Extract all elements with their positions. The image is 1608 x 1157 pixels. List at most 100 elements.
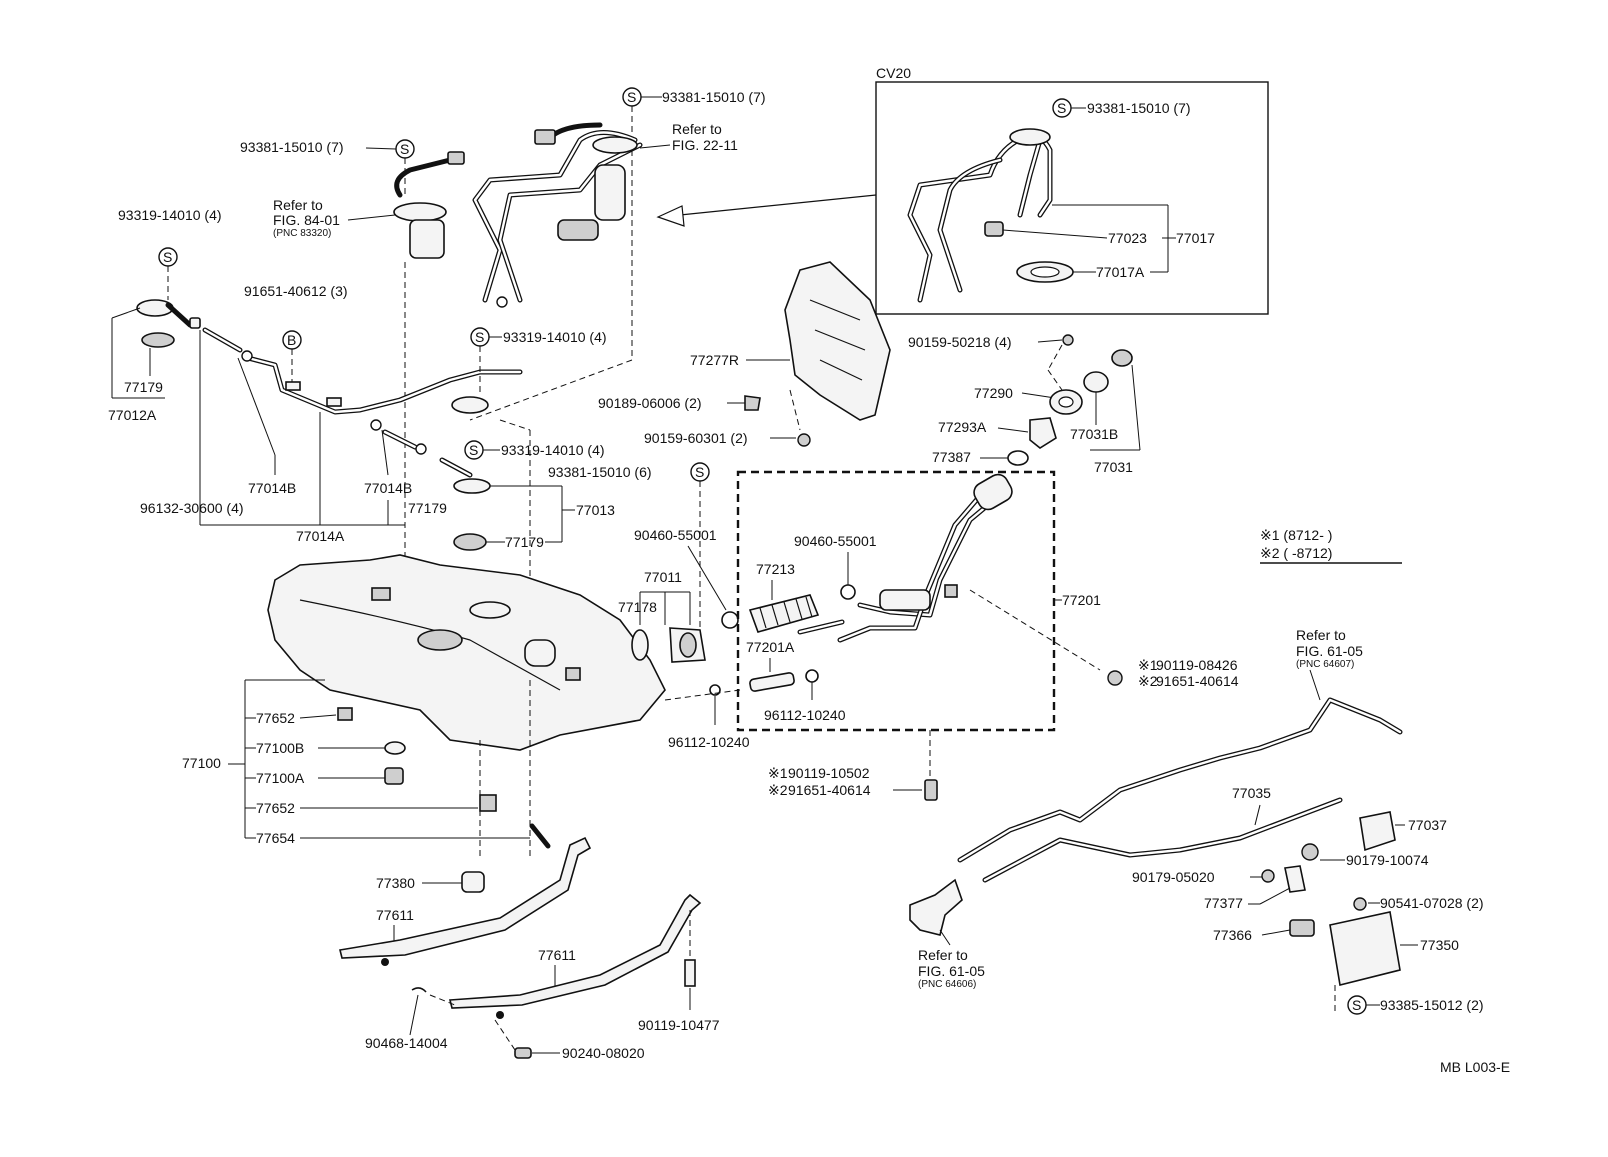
svg-text:※2: ※2 <box>768 782 788 798</box>
svg-text:※1: ※1 <box>768 765 788 781</box>
label-77100A: 77100A <box>256 770 305 786</box>
bracket-77377 <box>1284 865 1306 893</box>
label-refer-to-61-05-b: Refer to <box>918 947 968 963</box>
label-77652-bottom: 77652 <box>256 800 295 816</box>
label-77654: 77654 <box>256 830 295 846</box>
label-pnc-64607: (PNC 64607) <box>1296 659 1354 670</box>
label-93381-15010-top: 93381-15010 (7) <box>662 89 766 105</box>
label-77293A: 77293A <box>938 419 987 435</box>
plug-77100A <box>384 767 404 785</box>
label-77377: 77377 <box>1204 895 1243 911</box>
label-77031: 77031 <box>1094 459 1133 475</box>
label-90119-10502: 90119-10502 <box>788 765 870 781</box>
label-90460-55001-right: 90460-55001 <box>794 533 877 549</box>
label-90460-55001-left: 90460-55001 <box>634 527 717 543</box>
protector-77277R <box>784 261 891 421</box>
label-90541-07028: 90541-07028 (2) <box>1380 895 1484 911</box>
hinge-77366 <box>1289 919 1315 937</box>
label-90468-14004: 90468-14004 <box>365 1035 448 1051</box>
svg-text:S: S <box>163 249 172 265</box>
label-77014A: 77014A <box>296 528 345 544</box>
strap-77611-left <box>339 836 592 959</box>
inset-cv20: CV20 S 93381-15010 (7) 77023 77017 77017… <box>875 65 1269 315</box>
label-77100: 77100 <box>182 755 221 771</box>
label-77290: 77290 <box>974 385 1013 401</box>
label-91651-40612: 91651-40612 (3) <box>244 283 348 299</box>
grommet-77293A <box>1029 417 1057 449</box>
clamp-90460-left <box>721 611 739 629</box>
legend-note-2: ※2 ( -8712) <box>1260 545 1332 561</box>
label-77011: 77011 <box>644 569 682 585</box>
label-77014B-left: 77014B <box>248 480 296 496</box>
bolt-90119-10477 <box>684 959 696 987</box>
pump-filter <box>557 219 599 241</box>
figure-id: MB L003-E <box>1440 1059 1510 1075</box>
fuel-lid-77350 <box>1329 911 1401 986</box>
label-93381-15010-sender: 93381-15010 (7) <box>240 139 344 155</box>
label-77611-left: 77611 <box>376 907 414 923</box>
label-90179-05020: 90179-05020 <box>1132 869 1215 885</box>
cable-bracket <box>909 878 963 936</box>
inset-frame <box>875 81 1269 315</box>
label-77179-center: 77179 <box>505 534 544 550</box>
label-77380: 77380 <box>376 875 415 891</box>
label-96132-30600: 96132-30600 (4) <box>140 500 244 516</box>
label-77035: 77035 <box>1232 785 1271 801</box>
filler-neck-top <box>973 473 1013 511</box>
label-77213: 77213 <box>756 561 795 577</box>
label-refer-to-84-01: Refer to <box>273 197 323 213</box>
legend-note-1: ※1 (8712- ) <box>1260 527 1332 543</box>
fuel-sender-gauge <box>393 151 465 259</box>
label-77179-left: 77179 <box>124 379 163 395</box>
inset-valve-77023 <box>984 221 1004 237</box>
label-91651-40614-top: 91651-40614 <box>1156 673 1239 689</box>
label-96112-10240-right: 96112-10240 <box>764 707 846 723</box>
svg-text:B: B <box>287 332 296 348</box>
inset-title: CV20 <box>876 65 911 81</box>
label-refer-to-61-05-a: Refer to <box>1296 627 1346 643</box>
svg-text:※1: ※1 <box>1138 657 1158 673</box>
inset-pump-flange <box>1009 128 1051 146</box>
label-fig-61-05-b: FIG. 61-05 <box>918 963 985 979</box>
pump-body <box>594 164 626 221</box>
label-90179-10074: 90179-10074 <box>1346 852 1429 868</box>
svg-text:S: S <box>400 141 409 157</box>
plug-77100B <box>384 741 406 755</box>
clip-90189 <box>744 395 761 411</box>
label-77387: 77387 <box>932 449 971 465</box>
cap-tether <box>1111 349 1133 367</box>
label-fig-22-11: FIG. 22-11 <box>672 137 738 153</box>
label-90119-08426: 90119-08426 <box>1156 657 1238 673</box>
label-96112-10240-left: 96112-10240 <box>668 734 750 750</box>
ring-77387 <box>1007 450 1029 466</box>
svg-text:S: S <box>469 442 478 458</box>
label-90119-10477: 90119-10477 <box>638 1017 720 1033</box>
clip-77654 <box>529 823 551 849</box>
grommet-90179-10074 <box>1301 843 1319 861</box>
bolt-90240 <box>514 1047 532 1059</box>
label-fig-84-01: FIG. 84-01 <box>273 212 340 228</box>
label-93319-14010-center-2: 93319-14010 (4) <box>501 442 605 458</box>
label-77611-right: 77611 <box>538 947 576 963</box>
label-93319-14010-center-1: 93319-14010 (4) <box>503 329 607 345</box>
hose-77201A <box>749 672 795 692</box>
label-77017A: 77017A <box>1096 264 1145 280</box>
label-77201A: 77201A <box>746 639 795 655</box>
inset-s-letter: S <box>1057 100 1066 116</box>
strap-77611-right <box>448 893 702 1009</box>
label-77201: 77201 <box>1062 592 1101 608</box>
clamp-90460-right <box>840 584 856 600</box>
label-77037: 77037 <box>1408 817 1447 833</box>
filler-pipe-box <box>736 470 1056 732</box>
label-90159-60301: 90159-60301 (2) <box>644 430 748 446</box>
label-90159-50218: 90159-50218 (4) <box>908 334 1012 350</box>
lid-opener-cable <box>909 697 1403 936</box>
cushion-77380 <box>461 871 485 893</box>
label-93385-15012: 93385-15012 (2) <box>1380 997 1484 1013</box>
screw-90159-50218 <box>1062 334 1074 346</box>
label-refer-to-22-11: Refer to <box>672 121 722 137</box>
fuel-pump-assembly <box>472 122 643 308</box>
label-pnc-64606: (PNC 64606) <box>918 979 976 990</box>
svg-text:※2: ※2 <box>1138 673 1158 689</box>
